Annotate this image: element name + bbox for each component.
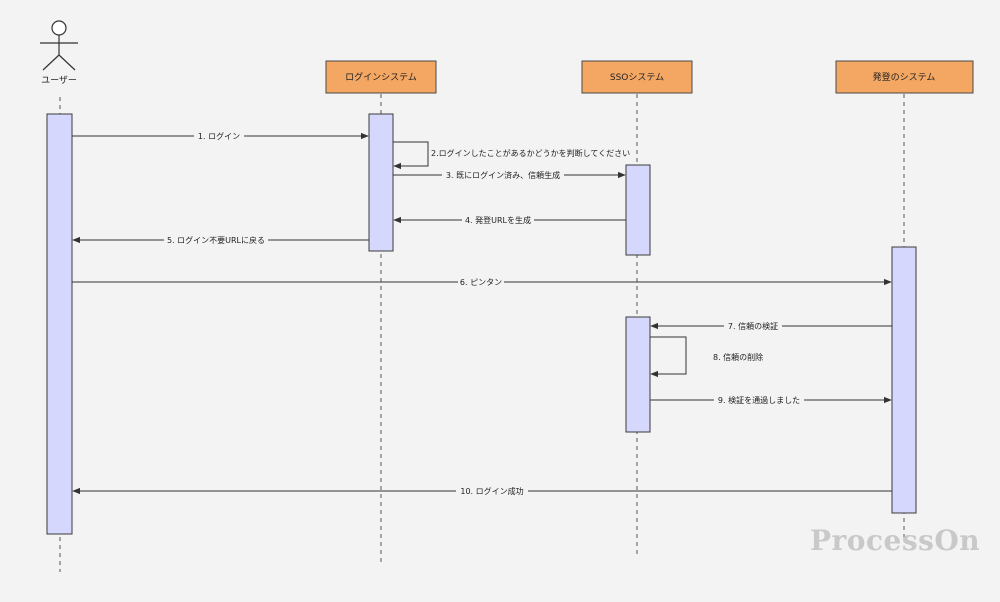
message-label-bg xyxy=(194,130,244,142)
message-label: 4. 発登URLを生成 xyxy=(465,215,531,225)
message-10[interactable]: 10. ログイン成功 xyxy=(72,485,892,497)
message-label: 1. ログイン xyxy=(198,131,240,141)
message-label-bg xyxy=(714,394,804,406)
participant-box xyxy=(581,60,693,94)
message-1[interactable]: 1. ログイン xyxy=(72,130,369,142)
message-label: 3. 既にログイン済み、信頼生成 xyxy=(446,170,560,180)
activation-sso-1[interactable] xyxy=(625,164,651,256)
participant-label: ログインシステム xyxy=(345,71,417,83)
message-label: 10. ログイン成功 xyxy=(460,486,523,496)
message-label: 6. ピンタン xyxy=(460,278,502,287)
activation-user[interactable] xyxy=(46,113,73,535)
message-4[interactable]: 4. 発登URLを生成 xyxy=(393,214,626,226)
message-8[interactable]: 8. 信頼の削除 xyxy=(650,336,763,378)
actor-head-icon xyxy=(51,20,67,36)
message-arrow xyxy=(393,141,429,170)
message-6[interactable]: 6. ピンタン xyxy=(72,276,892,288)
message-label-bg xyxy=(458,276,504,288)
message-label-bg xyxy=(456,485,528,497)
participant-sso[interactable]: SSOシステム xyxy=(581,60,693,94)
message-7[interactable]: 7. 信頼の検証 xyxy=(650,320,892,332)
message-3[interactable]: 3. 既にログイン済み、信頼生成 xyxy=(393,169,626,181)
activations xyxy=(46,113,917,535)
participant-box xyxy=(325,60,437,94)
message-label-bg xyxy=(164,234,268,246)
actor-user[interactable]: ユーザー xyxy=(40,20,78,86)
message-label: 5. ログイン不要URLに戻る xyxy=(167,235,265,245)
lifelines xyxy=(59,94,905,572)
participant-label: 発登のシステム xyxy=(873,71,936,83)
activation-issuer[interactable] xyxy=(891,246,917,514)
actor-label: ユーザー xyxy=(41,75,77,86)
activation-login[interactable] xyxy=(368,113,394,252)
message-label-bg xyxy=(442,169,564,181)
message-5[interactable]: 5. ログイン不要URLに戻る xyxy=(72,234,369,246)
message-label: 9. 検証を通過しました xyxy=(718,395,800,405)
participant-box xyxy=(835,60,974,94)
message-label: 8. 信頼の削除 xyxy=(713,352,763,362)
watermark-logo: ProcessOn xyxy=(810,524,981,557)
messages: 1. ログイン 2.ログインしたことがあるかどうかを判断してください 3. 既に… xyxy=(72,130,892,497)
message-label: 2.ログインしたことがあるかどうかを判断してください xyxy=(431,148,630,158)
message-arrow xyxy=(650,336,687,378)
message-label: 7. 信頼の検証 xyxy=(728,321,778,331)
message-9[interactable]: 9. 検証を通過しました xyxy=(650,394,892,406)
message-label-bg xyxy=(724,320,782,332)
message-label-bg xyxy=(462,214,534,226)
participant-label: SSOシステム xyxy=(610,72,664,83)
actor-left-leg-icon xyxy=(42,54,60,71)
activation-sso-2[interactable] xyxy=(625,316,651,433)
participant-login[interactable]: ログインシステム xyxy=(325,60,437,94)
message-2[interactable]: 2.ログインしたことがあるかどうかを判断してください xyxy=(393,141,630,170)
actor-right-leg-icon xyxy=(58,54,76,71)
participant-issuer[interactable]: 発登のシステム xyxy=(835,60,974,94)
